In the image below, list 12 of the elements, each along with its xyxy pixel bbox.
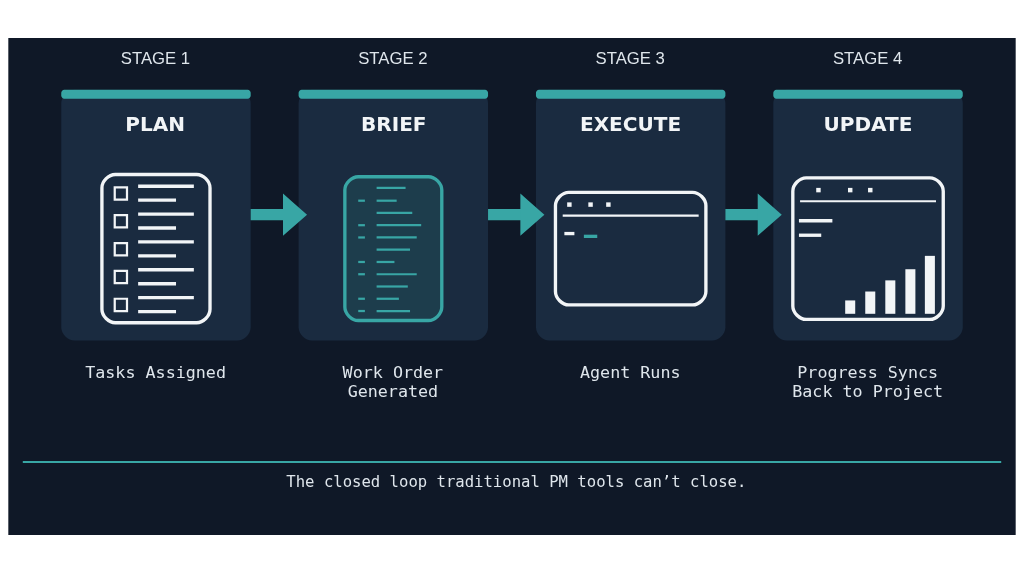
node-label: Work Order Generated bbox=[342, 361, 444, 401]
node-label: STAGE 4 bbox=[832, 48, 903, 68]
arrow bbox=[250, 193, 308, 236]
node-label: STAGE 3 bbox=[595, 48, 665, 68]
caption: The closed loop traditional PM tools can’t close. bbox=[286, 472, 747, 491]
node-label: Progress Syncs Back to Project bbox=[792, 361, 944, 401]
node-label: Agent Runs bbox=[579, 361, 681, 382]
node-label: Tasks Assigned bbox=[85, 361, 226, 382]
node-label: STAGE 1 bbox=[120, 48, 191, 68]
node-label: STAGE 2 bbox=[358, 48, 428, 68]
arrow bbox=[725, 193, 782, 236]
arrow bbox=[488, 193, 545, 236]
